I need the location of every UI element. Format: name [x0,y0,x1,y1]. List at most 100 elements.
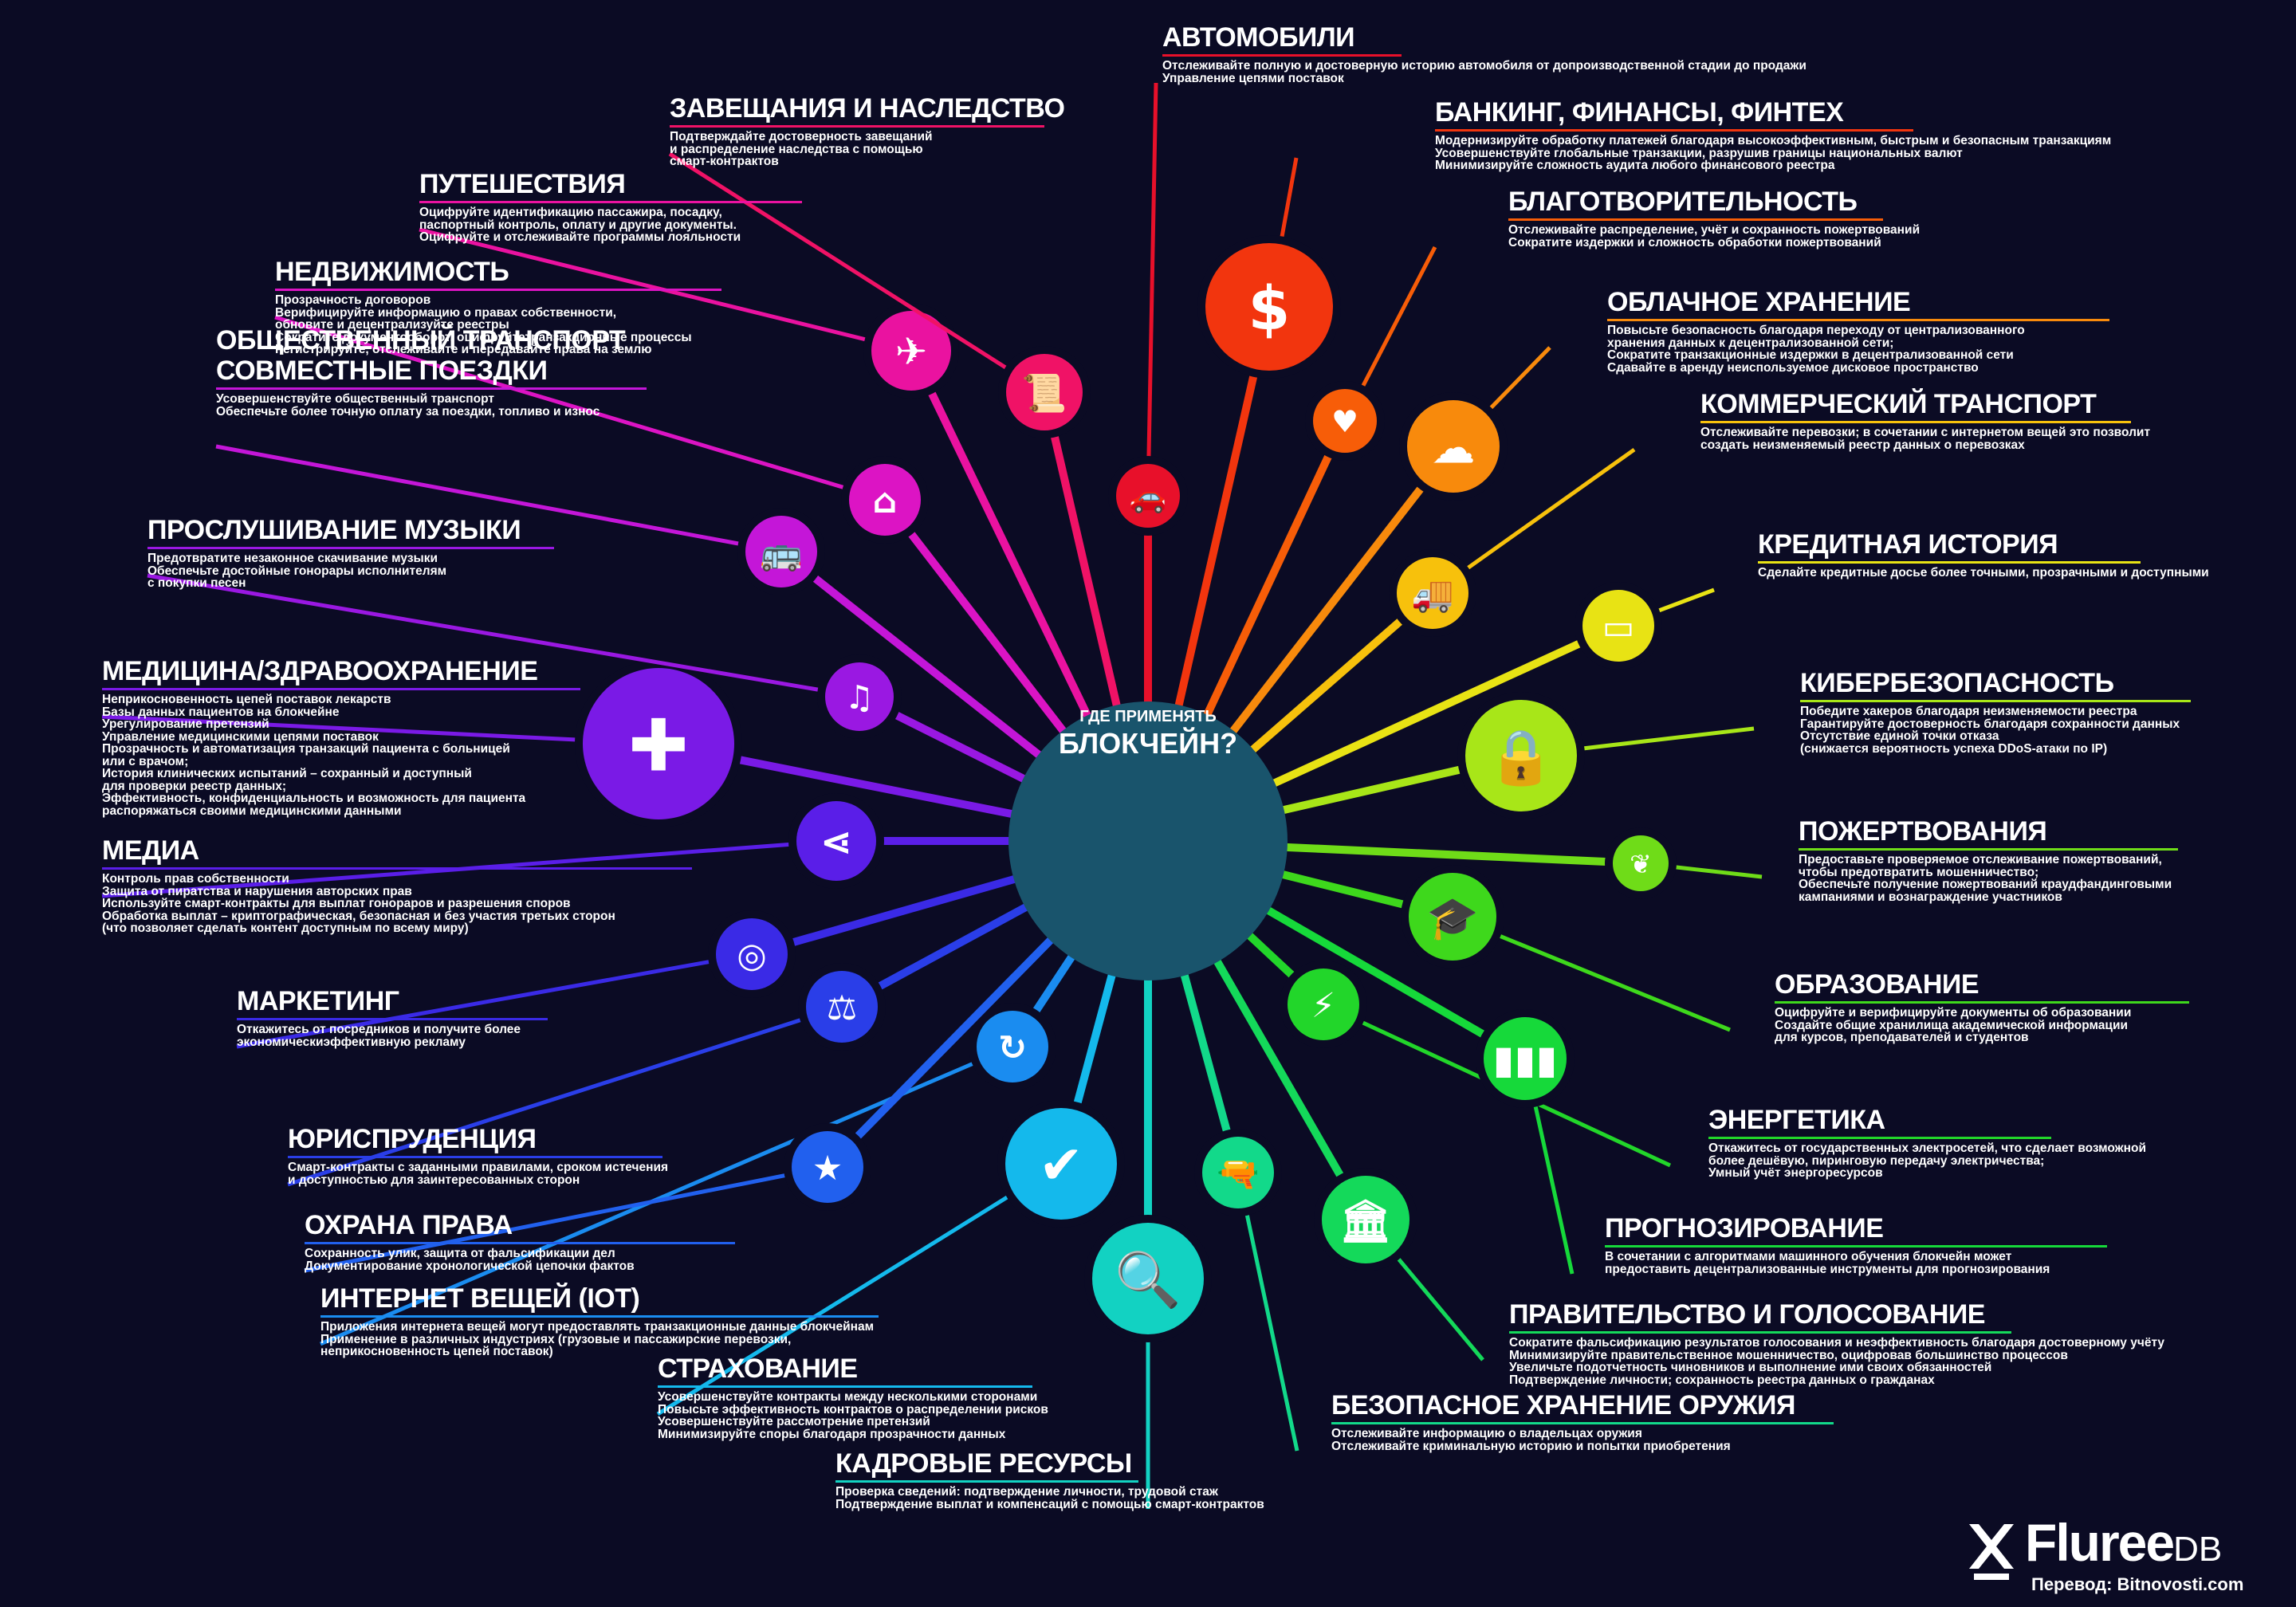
category-underline [320,1315,879,1318]
category-block: ЗАВЕЩАНИЯ И НАСЛЕДСТВО Подтверждайте дост… [670,93,1065,168]
truck-icon-glyph: 🚚 [1411,575,1454,615]
category-description: Победите хакеров благодаря неизменяемост… [1800,705,2180,756]
category-block: ЭНЕРГЕТИКА Откажитесь от государственных … [1708,1105,2146,1180]
spoke-line [1267,622,1622,789]
category-title: ЗАВЕЩАНИЯ И НАСЛЕДСТВО [670,93,1065,124]
category-underline [275,289,721,291]
category-description: Усовершенствуйте контракты между несколь… [658,1390,1048,1441]
leader-line [1236,1172,1299,1452]
category-title: БАНКИНГ, ФИНАНСЫ, ФИНТЕХ [1435,97,1844,128]
donation-icon [1613,835,1669,891]
government-building-icon [1322,1176,1409,1263]
category-underline [305,1242,735,1244]
leader-line [287,1004,843,1187]
heart-icon [1313,389,1377,453]
category-block: МЕДИЦИНА/ЗДРАВООХРАНЕНИЕ Неприкосновеннос… [102,656,580,817]
person-search-icon-glyph: 🔍 [1115,1247,1181,1311]
bus-icon-glyph: 🚌 [760,533,803,573]
lock-icon-glyph: 🔒 [1488,726,1554,788]
gun-icon-glyph: 🔫 [1217,1154,1260,1194]
bus-icon [745,516,817,587]
category-title: ЮРИСПРУДЕНЦИЯ [288,1124,537,1154]
category-description: Усовершенствуйте общественный транспорт … [216,392,600,418]
car-icon-glyph: 🚗 [1129,479,1166,514]
category-title: ЭНЕРГЕТИКА [1708,1105,1885,1135]
category-underline [102,688,580,690]
credit-card-icon-glyph: ▭ [1602,607,1635,647]
share-icon-glyph: ⋖ [820,820,852,865]
donation-icon-glyph: ❦ [1630,848,1652,879]
category-description: Откажитесь от государственных электросет… [1708,1141,2147,1180]
category-underline [1775,1001,2189,1004]
spoke-line [1201,417,1349,723]
category-underline [835,1480,1138,1483]
spoke-line [1261,904,1529,1063]
brand-logo-text: FlureeDB [2025,1515,2222,1578]
category-underline [1605,1245,2107,1247]
category-description: Оцифруйте идентификацию пассажира, посад… [419,206,741,244]
brand-name: Fluree [2025,1513,2175,1572]
bar-chart-icon-glyph: ▮▮▮ [1493,1037,1558,1082]
category-description: Предотвратите незаконное скачивание музы… [147,552,447,590]
category-description: Неприкосновенность цепей поставок лекарс… [102,693,526,818]
category-block: ОБЩЕСТВЕННЫЙ ТРАНСПОРТ СОВМЕСТНЫЕ ПОЕЗДК… [216,325,647,418]
category-underline [670,125,1044,128]
spoke-line [824,933,1057,1171]
leader-line [147,573,860,699]
category-title: ОХРАНА ПРАВА [305,1210,513,1240]
category-description: Повысьте безопасность благодаря переходу… [1607,324,2025,375]
iot-cycle-icon-glyph: ↻ [998,1028,1027,1068]
target-icon [716,918,788,990]
airplane-icon [871,311,951,391]
category-title: КОММЕРЧЕСКИЙ ТРАНСПОРТ [1700,389,2097,419]
category-description: Проверка сведений: подтверждение личност… [835,1485,1264,1511]
police-badge-icon-glyph: ★ [812,1149,843,1189]
category-title: БЛАГОТВОРИТЕЛЬНОСТЬ [1508,187,1858,217]
center-question-main: БЛОКЧЕЙН? [1058,727,1238,760]
airplane-icon-glyph: ✈ [895,330,927,375]
category-title: ОБРАЗОВАНИЕ [1775,969,1980,1000]
bar-chart-icon [1484,1017,1567,1100]
category-description: В сочетании с алгоритмами машинного обуч… [1605,1250,2050,1276]
music-note-icon-glyph: ♫ [845,678,875,717]
leader-line [1146,82,1158,497]
lightning-icon [1288,969,1359,1040]
category-underline [1509,1331,2011,1334]
category-underline [237,1018,548,1020]
category-description: Прозрачность договоров Верифицируйте инф… [275,293,692,356]
category-underline [1331,1422,1834,1424]
lock-icon [1465,700,1577,811]
music-note-icon [825,662,894,731]
fluree-logo-icon [1969,1524,2014,1580]
category-title: КРЕДИТНАЯ ИСТОРИЯ [1758,529,2058,560]
category-underline [1607,319,2109,321]
category-underline [1508,218,1883,221]
category-title: ОБЩЕСТВЕННЫЙ ТРАНСПОРТ СОВМЕСТНЫЕ ПОЕЗДК… [216,325,626,386]
category-description: Подтверждайте достоверность завещаний и … [670,130,933,168]
spoke-line [881,496,1070,738]
category-title: МЕДИЦИНА/ЗДРАВООХРАНЕНИЕ [102,656,538,686]
cloud-icon-glyph: ☁ [1432,422,1476,473]
spoke-line [907,347,1094,723]
category-title: ПОЖЕРТВОВАНИЯ [1799,816,2047,847]
category-underline [1758,561,2141,564]
leader-line [274,315,886,502]
car-icon [1116,464,1180,528]
medical-cross-icon [583,668,734,819]
category-underline [1708,1137,2051,1139]
gavel-icon [806,971,878,1043]
